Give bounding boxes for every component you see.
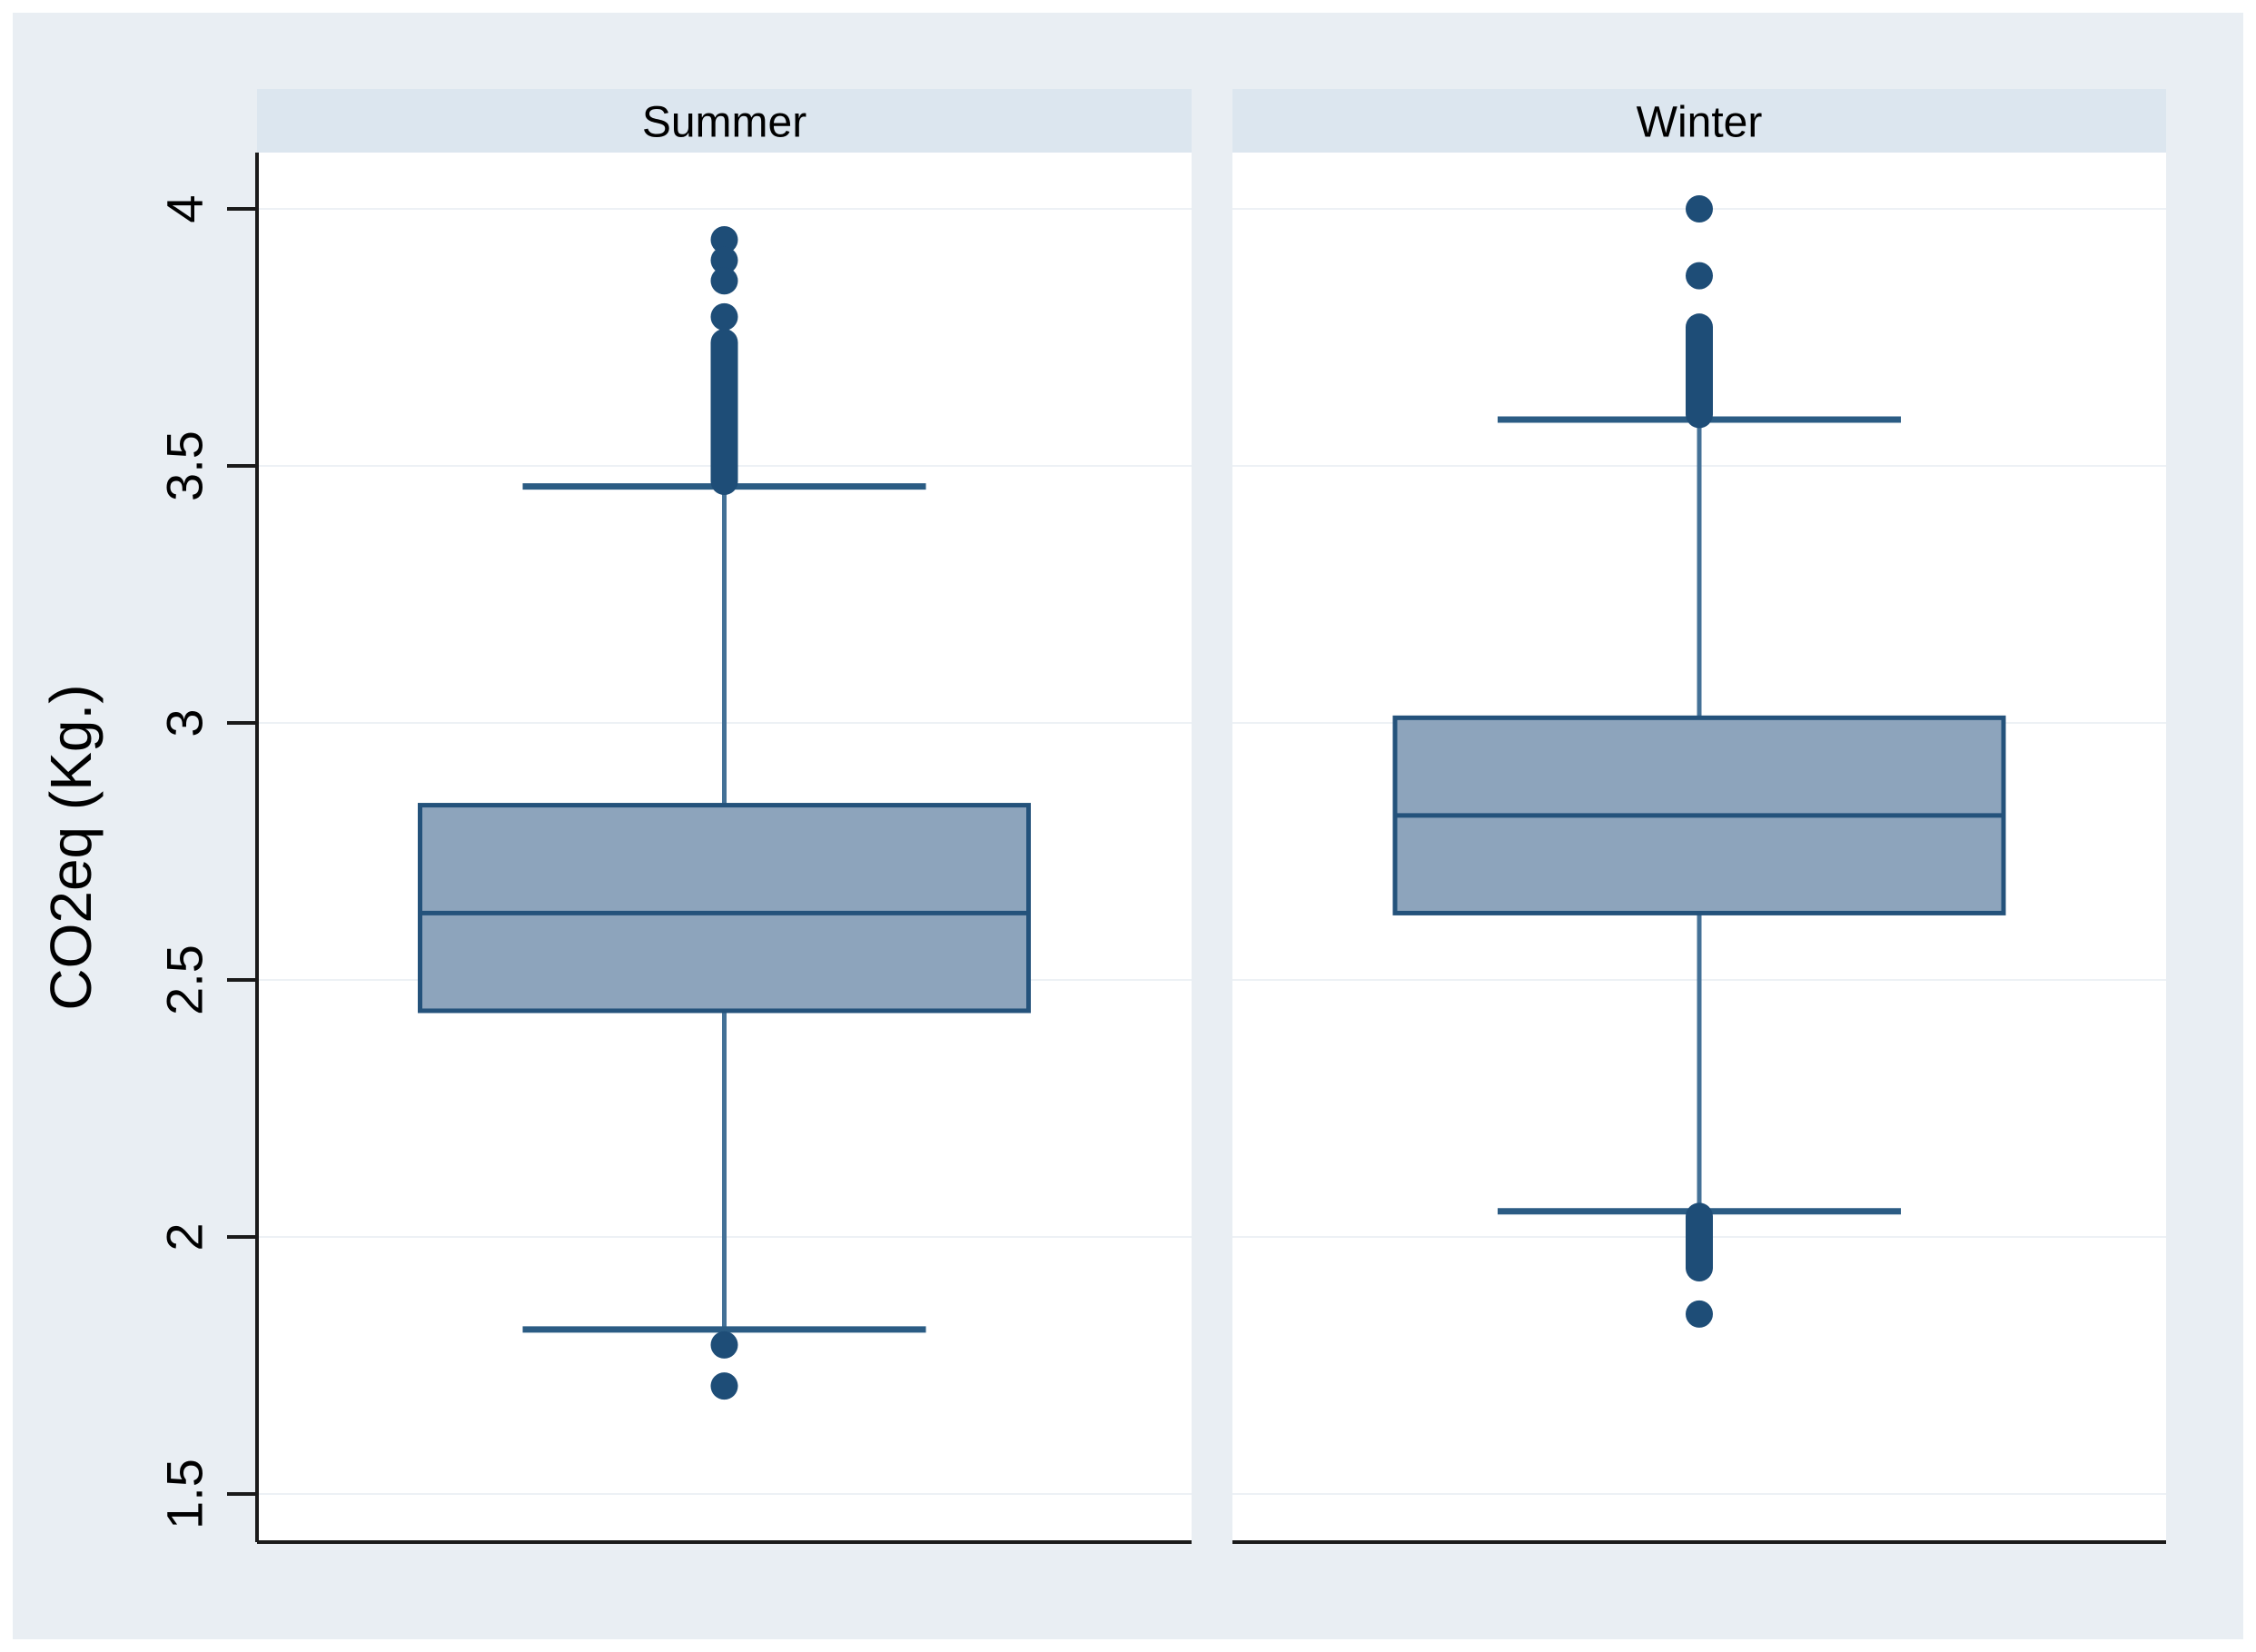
panel-title-summer: Summer [642,98,806,146]
outlier-dot-summer [710,225,738,253]
outlier-dot-winter [1686,262,1713,290]
y-tick-label-2: 2 [156,1222,213,1251]
outlier-dot-winter [1686,195,1713,223]
panel-header-winter [1232,89,2166,153]
outlier-dot-summer [710,302,738,331]
outlier-dot-summer [710,267,738,295]
box-summer [418,803,1031,1014]
y-tick-label-1.5: 1.5 [156,1459,213,1529]
panel-title-winter: Winter [1637,98,1763,146]
outlier-dot-summer [710,1331,738,1359]
outlier-dot-summer [710,246,738,274]
y-tick-label-3: 3 [156,708,213,737]
y-tick-label-3.5: 3.5 [156,430,213,501]
outlier-dot-winter [1686,1300,1713,1328]
panel-header-summer [257,89,1192,153]
y-tick-label-4: 4 [156,194,213,223]
outlier-dot-summer [710,1372,738,1400]
y-axis-title: CO2eq (Kg.) [38,684,104,1010]
y-tick-label-2.5: 2.5 [156,945,213,1015]
